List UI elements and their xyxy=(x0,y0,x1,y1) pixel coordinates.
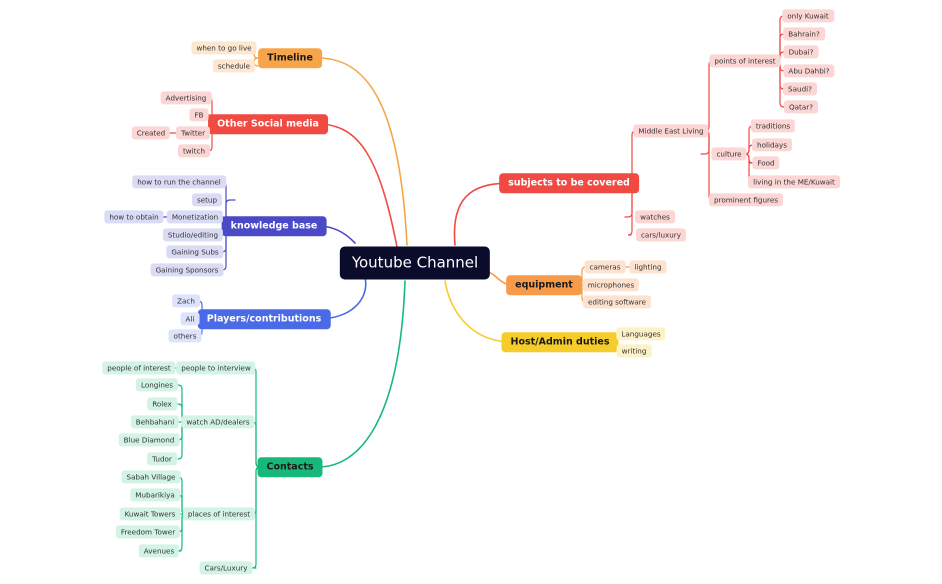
branch-host-admin-duties[interactable]: Host/Admin duties xyxy=(501,332,619,352)
culture-holidays[interactable]: holidays xyxy=(752,138,792,152)
poi-dubai[interactable]: Dubai? xyxy=(783,45,819,59)
knowledge-monetization-how-to-obtain[interactable]: how to obtain xyxy=(104,210,164,224)
social-item-twitter[interactable]: Twitter xyxy=(175,126,211,140)
contacts-people-to-interview[interactable]: people to interview xyxy=(176,361,256,375)
player-ali[interactable]: Ali xyxy=(180,312,200,326)
host-writing[interactable]: writing xyxy=(616,344,652,358)
branch-contacts[interactable]: Contacts xyxy=(257,457,323,477)
host-languages[interactable]: Languages xyxy=(616,327,666,341)
place-freedom-tower[interactable]: Freedom Tower xyxy=(115,525,181,539)
place-kuwait-towers[interactable]: Kuwait Towers xyxy=(119,507,181,521)
branch-players-contributions[interactable]: Players/contributions xyxy=(197,309,331,329)
player-others[interactable]: others xyxy=(168,329,202,343)
culture-traditions[interactable]: traditions xyxy=(750,119,796,133)
place-avenues[interactable]: Avenues xyxy=(138,544,180,558)
dealer-tudor[interactable]: Tudor xyxy=(147,452,177,466)
social-item-twitch[interactable]: twitch xyxy=(177,144,211,158)
knowledge-item-studio-editing[interactable]: Studio/editing xyxy=(162,228,224,242)
equipment-cameras-lighting[interactable]: lighting xyxy=(629,260,667,274)
knowledge-item-gaining-subs[interactable]: Gaining Subs xyxy=(166,245,224,259)
subjects-middle-east-living[interactable]: Middle East Living xyxy=(633,124,709,138)
poi-abu-dahbi[interactable]: Abu Dahbi? xyxy=(783,64,835,78)
equipment-microphones[interactable]: microphones xyxy=(582,278,640,292)
player-zach[interactable]: Zach xyxy=(172,294,200,308)
subjects-watches[interactable]: watches xyxy=(635,210,675,224)
culture-food[interactable]: Food xyxy=(752,156,780,170)
middle-east-points-of-interest[interactable]: points of interest xyxy=(709,54,781,68)
equipment-editing-software[interactable]: editing software xyxy=(582,295,652,309)
contacts-watch-ad-dealers[interactable]: watch AD/dealers xyxy=(181,415,255,429)
branch-subjects-to-be-covered[interactable]: subjects to be covered xyxy=(499,173,639,193)
dealer-longines[interactable]: Longines xyxy=(135,378,179,392)
timeline-item-when-to-go-live[interactable]: when to go live xyxy=(191,41,257,55)
knowledge-item-monetization[interactable]: Monetization xyxy=(166,210,224,224)
middle-east-prominent-figures[interactable]: prominent figures xyxy=(709,193,783,207)
contacts-places-of-interest[interactable]: places of interest xyxy=(182,507,256,521)
branch-timeline[interactable]: Timeline xyxy=(258,48,322,68)
poi-bahrain[interactable]: Bahrain? xyxy=(783,27,825,41)
social-item-advertising[interactable]: Advertising xyxy=(160,91,212,105)
social-twitter-created[interactable]: Created xyxy=(131,126,171,140)
poi-qatar[interactable]: Qatar? xyxy=(783,100,819,114)
contacts-interview-people-of-interest[interactable]: people of interest xyxy=(102,361,176,375)
timeline-item-schedule[interactable]: schedule xyxy=(212,59,256,73)
subjects-cars-luxury[interactable]: cars/luxury xyxy=(635,228,687,242)
dealer-blue-diamond[interactable]: Blue Diamond xyxy=(118,433,180,447)
poi-only-kuwait[interactable]: only Kuwait xyxy=(782,9,834,23)
place-mubarikiya[interactable]: Mubarikiya xyxy=(130,488,180,502)
dealer-rolex[interactable]: Rolex xyxy=(147,397,177,411)
root-topic[interactable]: Youtube Channel xyxy=(339,246,491,280)
poi-saudi[interactable]: Saudi? xyxy=(783,82,817,96)
middle-east-culture[interactable]: culture xyxy=(711,147,747,161)
branch-other-social-media[interactable]: Other Social media xyxy=(208,114,328,134)
social-item-fb[interactable]: FB xyxy=(189,108,209,122)
equipment-cameras[interactable]: cameras xyxy=(584,260,626,274)
contacts-cars-luxury[interactable]: Cars/Luxury xyxy=(199,561,253,575)
place-sabah-village[interactable]: Sabah Village xyxy=(121,470,181,484)
knowledge-item-gaining-sponsors[interactable]: Gaining Sponsors xyxy=(150,263,224,277)
branch-equipment[interactable]: equipment xyxy=(506,275,582,295)
branch-knowledge-base[interactable]: knowledge base xyxy=(221,216,327,236)
culture-living-in-the-me-kuwait[interactable]: living in the ME/Kuwait xyxy=(748,175,840,189)
knowledge-item-setup[interactable]: setup xyxy=(191,193,223,207)
dealer-behbahani[interactable]: Behbahani xyxy=(130,415,180,429)
knowledge-item-how-to-run-the-channel[interactable]: how to run the channel xyxy=(132,175,226,189)
